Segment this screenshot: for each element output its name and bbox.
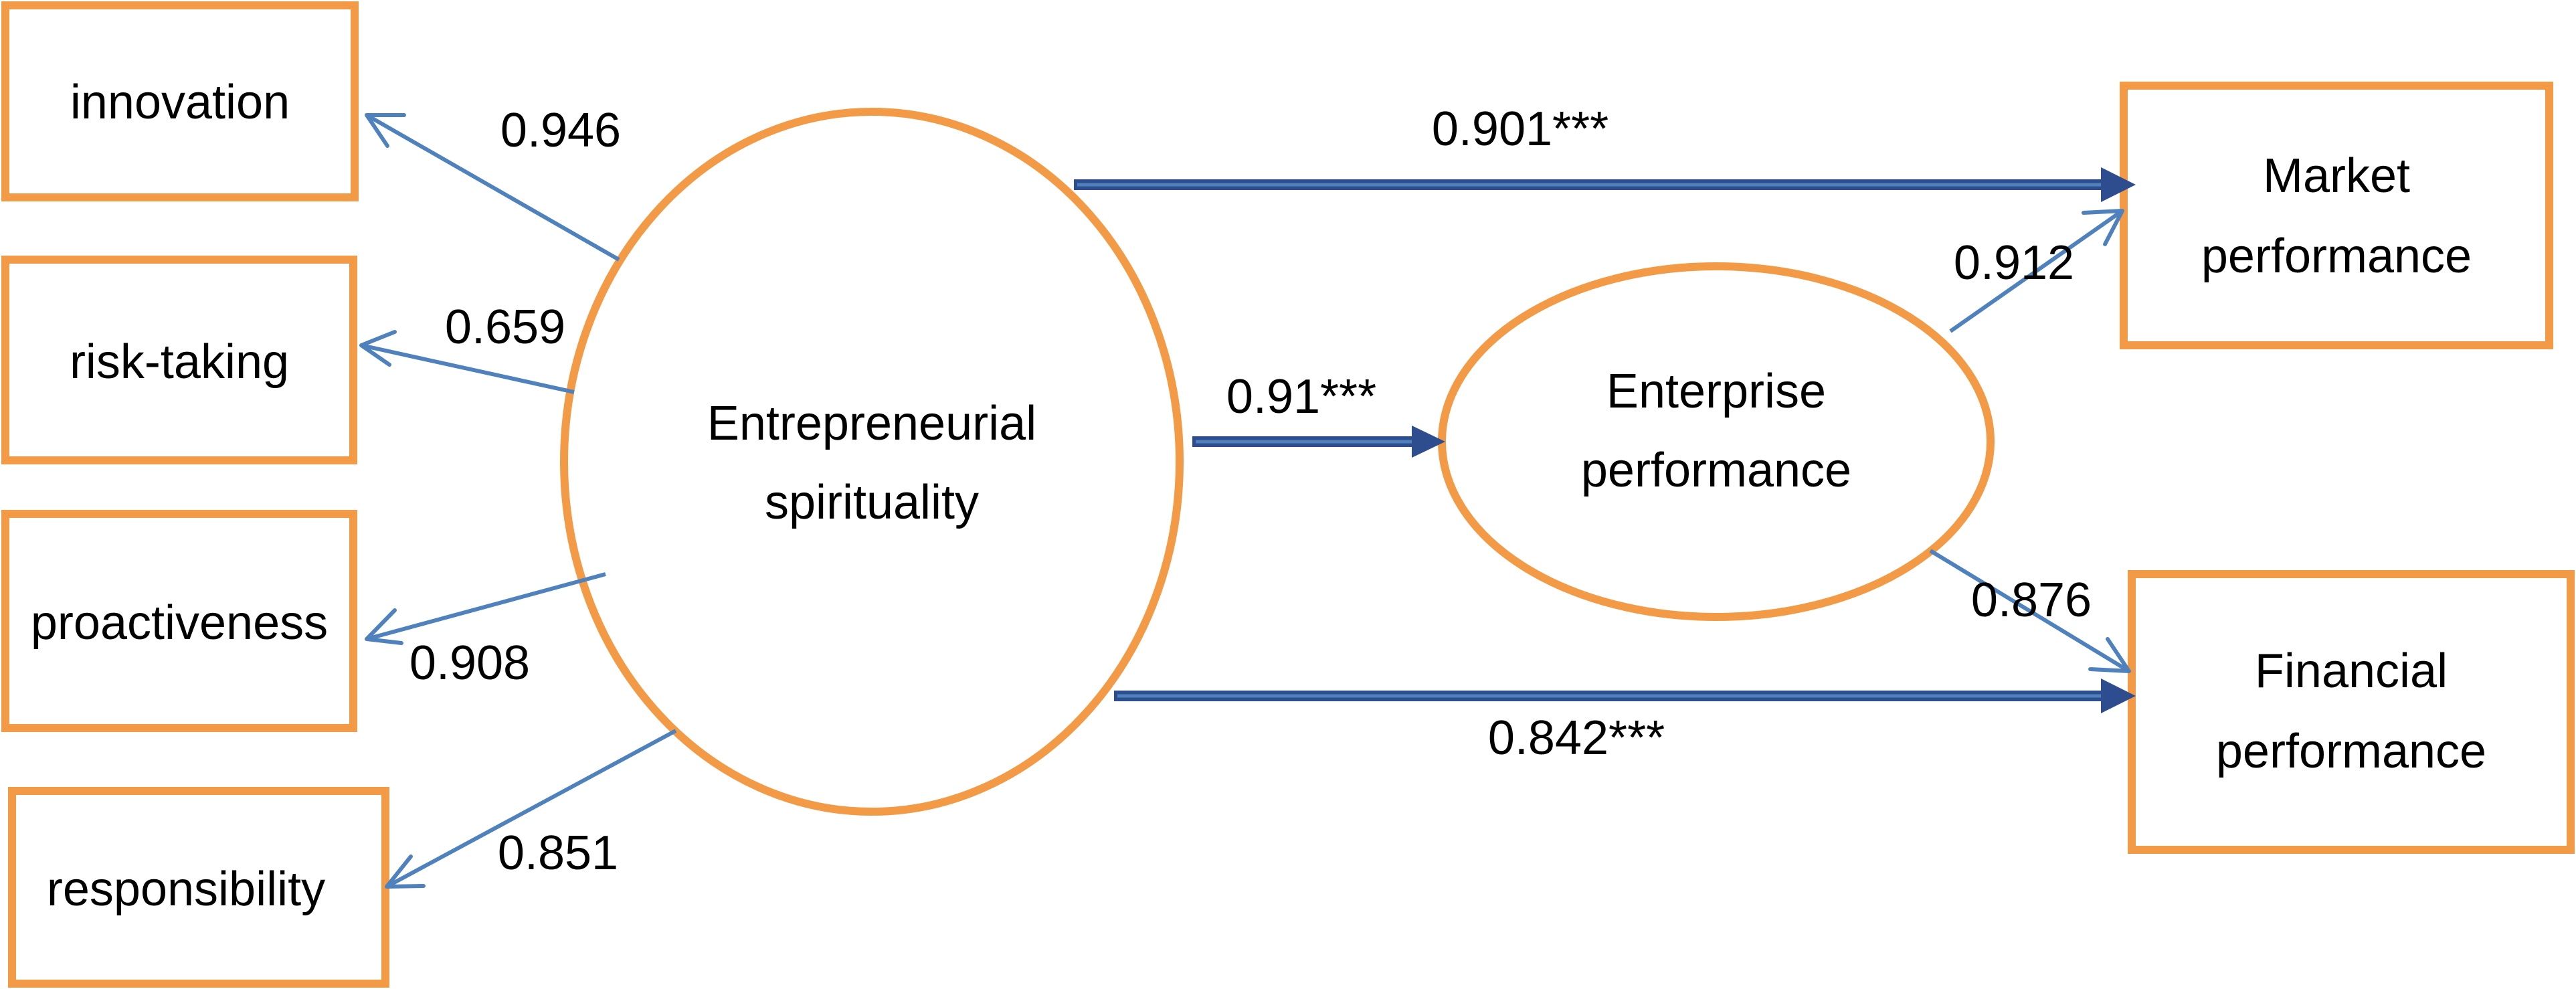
coef-es-enterprise: 0.91*** xyxy=(1226,370,1376,424)
coef-es-financial: 0.842*** xyxy=(1488,711,1665,765)
market-performance-label-line1: Market xyxy=(2263,149,2410,203)
innovation-node: innovation xyxy=(1,1,359,201)
market-performance-node: Market performance xyxy=(2120,82,2553,349)
enterprise-performance-label-line2: performance xyxy=(1581,444,1851,497)
market-performance-label-line2: performance xyxy=(2201,230,2472,283)
arrow-es-to-innovation xyxy=(365,113,620,262)
coef-es-risk-taking: 0.659 xyxy=(445,300,565,354)
coef-es-innovation: 0.946 xyxy=(500,104,621,157)
risk-taking-node: risk-taking xyxy=(1,256,357,464)
financial-performance-label-line2: performance xyxy=(2216,725,2486,778)
responsibility-label: responsibility xyxy=(47,863,325,916)
entrepreneurial-spirituality-label-line2: spirituality xyxy=(765,476,979,529)
entrepreneurial-spirituality-label-line1: Entrepreneurial xyxy=(707,397,1036,450)
arrow-es-to-proactiveness xyxy=(365,572,606,645)
arrow-es-to-responsibility xyxy=(385,729,677,889)
enterprise-performance-label-line1: Enterprise xyxy=(1606,365,1826,418)
coef-es-responsibility: 0.851 xyxy=(498,826,618,880)
coef-es-proactiveness: 0.908 xyxy=(409,636,530,690)
arrow-es-to-market xyxy=(1074,167,2136,202)
arrow-enterprise-to-financial xyxy=(1929,549,2131,673)
entrepreneurial-spirituality-node: Entrepreneurial spirituality xyxy=(560,108,1184,816)
financial-performance-node: Financial performance xyxy=(2128,570,2575,854)
financial-performance-label-line1: Financial xyxy=(2255,644,2448,698)
arrow-es-to-financial xyxy=(1114,679,2136,713)
coef-es-market: 0.901*** xyxy=(1432,102,1608,156)
arrow-es-to-enterprise xyxy=(1192,426,1445,458)
proactiveness-label: proactiveness xyxy=(31,596,328,650)
arrow-enterprise-to-market xyxy=(1949,209,2124,333)
responsibility-node: responsibility xyxy=(8,787,389,988)
coef-enterprise-market: 0.912 xyxy=(1954,236,2074,290)
arrow-es-to-risk-taking xyxy=(359,330,575,394)
innovation-label: innovation xyxy=(70,76,290,129)
enterprise-performance-node: Enterprise performance xyxy=(1438,262,1995,621)
proactiveness-node: proactiveness xyxy=(1,510,357,732)
coef-enterprise-financial: 0.876 xyxy=(1971,573,2092,627)
risk-taking-label: risk-taking xyxy=(70,335,289,389)
